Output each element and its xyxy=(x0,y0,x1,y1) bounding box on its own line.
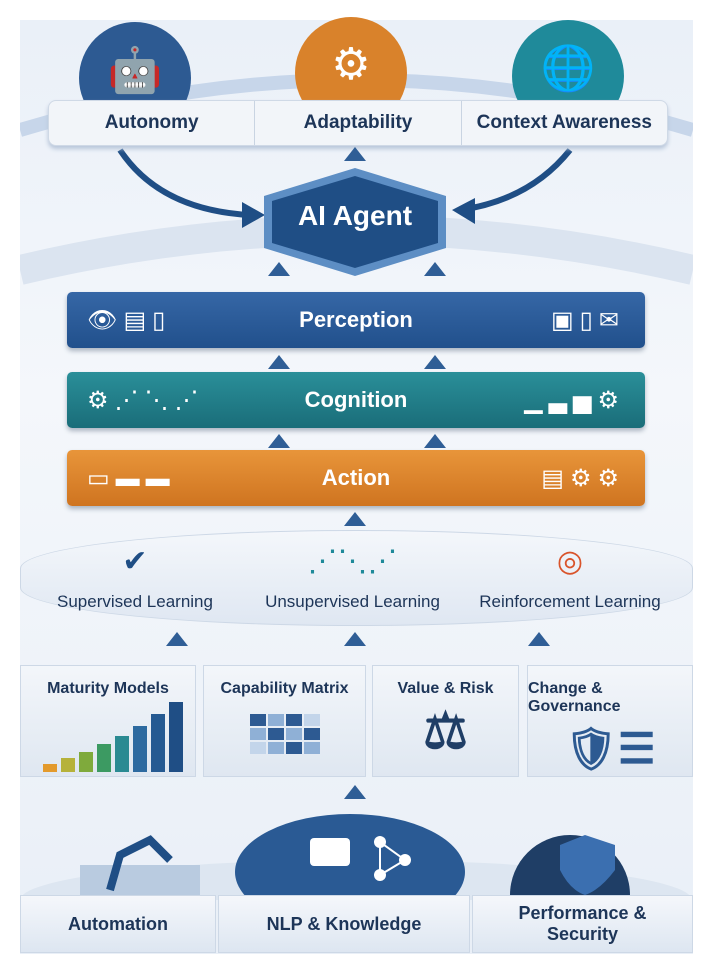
traits-bar: Autonomy Adaptability Context Awareness xyxy=(48,100,668,146)
foundation-nlp-knowledge: NLP & Knowledge xyxy=(218,895,470,953)
up-arrow xyxy=(268,262,290,276)
framework-label: Maturity Models xyxy=(47,680,169,697)
learning-unsupervised: ⋰⋱⋰ Unsupervised Learning xyxy=(250,530,455,626)
framework-change-governance: Change & Governance 🛡☰ xyxy=(527,665,693,777)
network-icon: ⋰⋱⋰ xyxy=(307,545,398,578)
ai-agent-hexagon xyxy=(264,168,446,276)
learning-band xyxy=(20,530,693,626)
up-arrow xyxy=(166,632,188,646)
up-arrow xyxy=(344,632,366,646)
foundation-illustrations xyxy=(20,814,692,900)
perception-label: Perception xyxy=(299,307,413,332)
arrow-autonomy-to-agent xyxy=(117,148,251,218)
layer-cognition: ⚙⋰⋱⋰ Cognition ▁▃▅⚙ xyxy=(67,372,645,428)
trait-adaptability: Adaptability xyxy=(255,101,462,145)
device-icons: ▣▯✉ xyxy=(551,306,625,334)
trait-context-awareness: Context Awareness xyxy=(476,112,652,133)
gear-network-icons: ⚙⋰⋱⋰ xyxy=(87,386,205,414)
learning-label: Reinforcement Learning xyxy=(479,592,661,611)
up-arrow xyxy=(528,632,550,646)
up-arrow xyxy=(344,147,366,161)
framework-label: Change & Governance xyxy=(528,680,621,715)
learning-label: Supervised Learning xyxy=(57,592,213,611)
trait-autonomy: Autonomy xyxy=(49,101,256,145)
up-arrow xyxy=(424,355,446,369)
up-arrow xyxy=(344,785,366,799)
foundation-automation: Automation xyxy=(20,895,216,953)
ai-agent-label: AI Agent xyxy=(297,200,413,231)
layer-perception: 👁▤▯ Perception ▣▯✉ xyxy=(67,292,645,348)
foundation-performance-security: Performance & Security xyxy=(472,895,693,953)
bar-chart-icon xyxy=(43,702,183,772)
framework-label: Value & Risk xyxy=(397,680,494,697)
eye-document-icons: 👁▤▯ xyxy=(87,306,172,334)
cognition-label: Cognition xyxy=(304,387,408,412)
target-icon: ◎ xyxy=(556,545,584,578)
chart-gears-icons: ▁▃▅⚙ xyxy=(524,386,625,414)
framework-capability-matrix: Capability Matrix xyxy=(203,665,366,777)
shield-check-icon: 🛡☰ xyxy=(564,725,656,772)
up-arrow xyxy=(268,434,290,448)
framework-maturity-models: Maturity Models xyxy=(20,665,196,777)
framework-value-risk: Value & Risk ⚖ xyxy=(372,665,519,777)
layer-action: ▭▬▬ Action ▤⚙⚙ xyxy=(67,450,645,506)
up-arrow xyxy=(268,355,290,369)
up-arrow xyxy=(344,512,366,526)
scale-icon: ⚖ xyxy=(423,703,468,759)
up-arrow xyxy=(424,434,446,448)
up-arrow xyxy=(424,262,446,276)
matrix-grid-icon xyxy=(249,714,320,754)
learning-reinforcement: ◎ Reinforcement Learning xyxy=(470,530,670,626)
learning-supervised: ✔ Supervised Learning xyxy=(40,530,230,626)
workflow-icons: ▭▬▬ xyxy=(87,464,176,492)
learning-label: Unsupervised Learning xyxy=(265,592,440,611)
arrow-context-to-agent xyxy=(459,148,573,213)
framework-label: Capability Matrix xyxy=(220,680,349,697)
document-gears-icons: ▤⚙⚙ xyxy=(541,464,625,492)
action-label: Action xyxy=(321,465,391,490)
checkmark-icon: ✔ xyxy=(122,545,148,578)
